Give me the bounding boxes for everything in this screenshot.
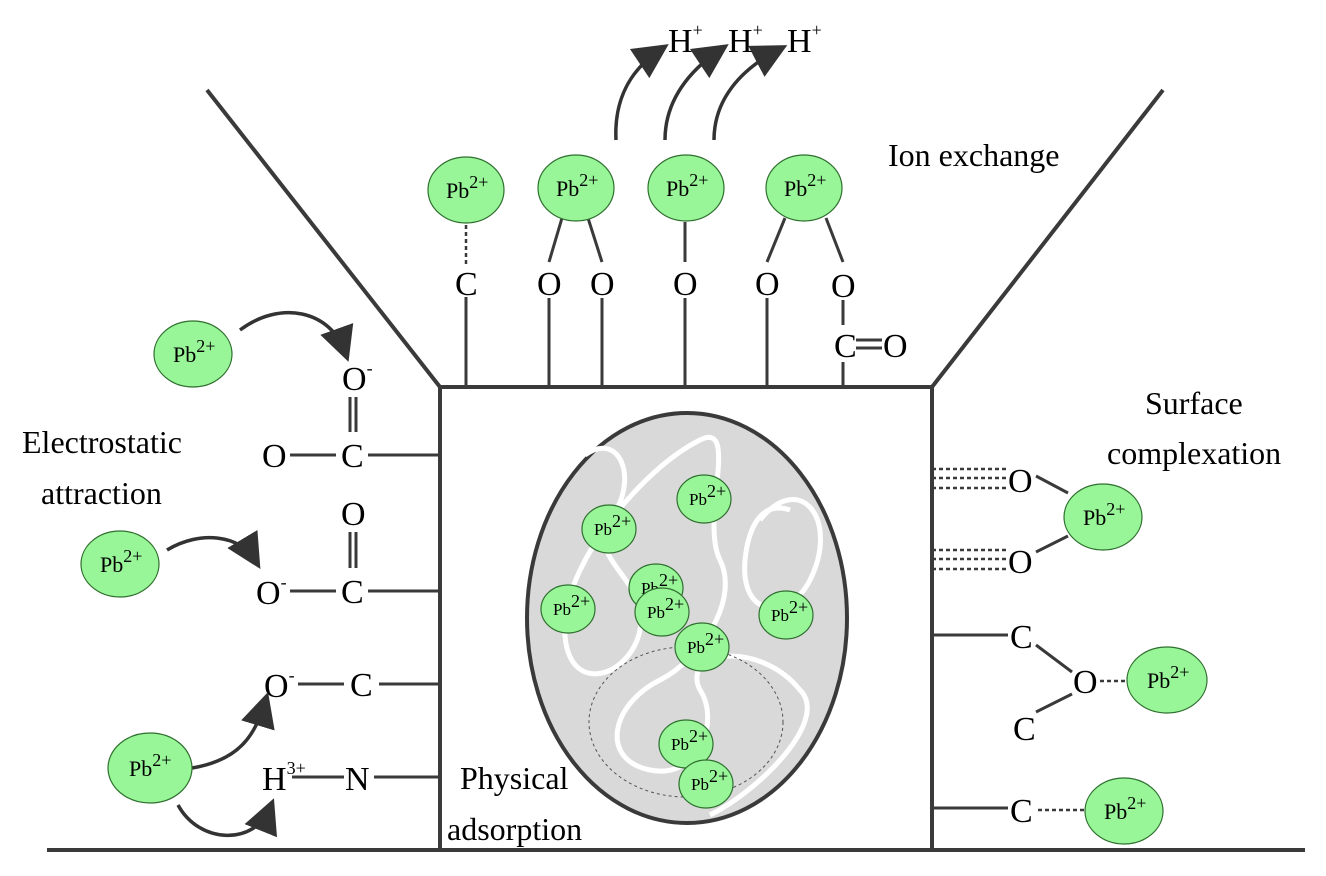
pb-ion-pore: Pb2+ [658,719,714,769]
svg-text:Pb2+: Pb2+ [691,766,728,794]
atom-oxygen: O [1008,544,1033,581]
svg-text:Pb2+: Pb2+ [689,481,726,509]
svg-text:Pb2+: Pb2+ [784,170,826,201]
svg-text:Pb2+: Pb2+ [1104,793,1146,824]
pb-ion: Pb2+ [107,732,193,804]
atom-oxygen: O [1073,664,1098,701]
atom-oxygen: O [883,328,908,365]
pb-ion: Pb2+ [427,156,505,224]
svg-text:Pb2+: Pb2+ [1147,662,1189,693]
attraction-arrow [238,310,354,362]
svg-text:Pb2+: Pb2+ [666,170,708,201]
atom-carbon: C [455,266,478,303]
amine-hydrogen: H3+ [262,758,306,798]
atom-oxygen: O [341,496,366,533]
atom-oxygen: O [673,266,698,303]
atom-oxygen-anion: O- [256,572,287,612]
label-electrostatic: Electrostatic [22,424,182,460]
pb-ion-pore: Pb2+ [674,622,730,672]
atom-oxygen: O [1008,463,1033,500]
atom-carbon: C [1010,793,1033,830]
release-arrow [712,45,788,141]
atom-oxygen: O [831,268,856,305]
atom-carbon: C [350,667,373,704]
label-physical: Physical [460,760,569,796]
atom-carbon: C [1013,711,1036,748]
label-attraction: attraction [41,475,162,511]
surface-complexation-region: O O C O C C [932,463,1128,830]
pore-inner-ring [588,646,784,798]
svg-text:Pb2+: Pb2+ [129,750,171,781]
pb-ion-pore: Pb2+ [581,504,637,554]
svg-text:Pb2+: Pb2+ [771,597,808,625]
pb-ion: Pb2+ [647,154,725,222]
svg-text:Pb2+: Pb2+ [1083,499,1125,530]
attraction-arrow [166,529,261,569]
svg-text:Pb2+: Pb2+ [100,546,142,577]
svg-text:Pb2+: Pb2+ [446,172,488,203]
left-funnel-wall [205,88,442,389]
attraction-arrow [191,691,275,770]
pb-ion-pore: Pb2+ [758,590,814,640]
svg-text:Pb2+: Pb2+ [556,170,598,201]
pb-ion-pore: Pb2+ [540,584,596,634]
svg-text:Pb2+: Pb2+ [173,336,215,367]
atom-carbon: C [341,438,364,475]
label-complexation: complexation [1107,435,1281,471]
atom-oxygen: O [590,266,615,303]
svg-text:Pb2+: Pb2+ [671,726,708,754]
pb-ion-pore: Pb2+ [634,587,690,637]
svg-text:Pb2+: Pb2+ [647,594,684,622]
svg-text:Pb2+: Pb2+ [687,629,724,657]
atom-carbon: C [341,574,364,611]
atom-nitrogen: N [345,761,370,798]
pb-ion-pore: Pb2+ [676,474,732,524]
pb-ion: Pb2+ [153,320,233,388]
svg-text:Pb2+: Pb2+ [553,591,590,619]
ion-exchange-region: C O O O O O C O H+ H+ H+ [455,20,908,387]
proton-label: H+ [668,20,703,60]
atom-oxygen-anion: O- [264,665,295,705]
lead-ions: Pb2+ Pb2+ Pb2+ Pb2+ Pb2+ Pb2+ Pb2+ Pb2+ … [80,154,1208,845]
label-adsorption: adsorption [447,811,582,847]
pb-ion: Pb2+ [80,530,160,598]
atom-oxygen: O [755,266,780,303]
pb-ion: Pb2+ [765,154,843,222]
right-funnel-wall [930,88,1165,389]
release-arrow [614,44,669,141]
pb-ion: Pb2+ [537,154,615,222]
svg-text:Pb2+: Pb2+ [594,511,631,539]
pb-ion-pore: Pb2+ [678,759,734,809]
atom-oxygen: O [537,266,562,303]
atom-oxygen: O [262,438,287,475]
label-surface: Surface [1145,385,1243,421]
atom-oxygen-anion: O- [342,358,373,398]
attraction-arrow [176,798,277,838]
pb-ion: Pb2+ [1126,646,1208,714]
label-ion-exchange: Ion exchange [888,137,1059,173]
atom-carbon: C [834,328,857,365]
mechanism-labels: Ion exchange Electrostatic attraction Su… [22,137,1281,847]
release-arrow [663,44,729,141]
atom-carbon: C [1010,619,1033,656]
pb-ion: Pb2+ [1063,483,1143,551]
pb-ion: Pb2+ [1084,777,1164,845]
proton-label: H+ [728,20,763,60]
proton-label: H+ [787,20,822,60]
electrostatic-region: O- O C O O- C O- C H3+ N [166,310,440,838]
